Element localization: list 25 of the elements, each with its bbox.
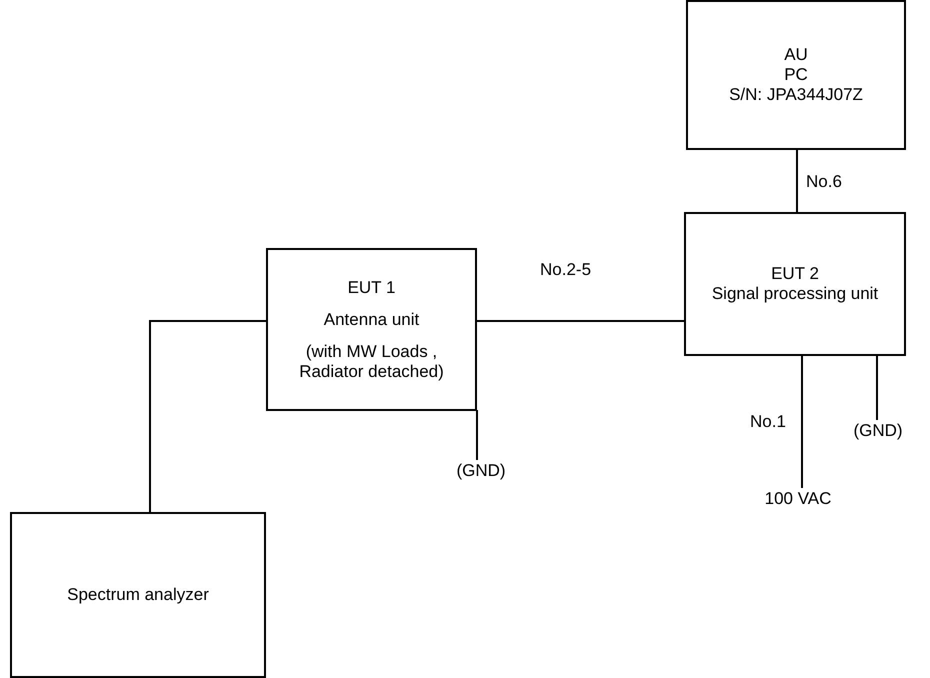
edge-label: No.2-5 xyxy=(540,260,592,280)
box-text: PC xyxy=(784,65,808,85)
connector-line xyxy=(476,320,685,322)
terminal-label: (GND) xyxy=(853,421,903,441)
edge-label: No.6 xyxy=(806,172,842,192)
device-box xyxy=(266,248,477,411)
terminal-label: (GND) xyxy=(456,461,506,481)
connector-line xyxy=(801,355,803,489)
connector-line xyxy=(149,320,267,513)
device-box xyxy=(684,212,906,356)
device-box xyxy=(10,512,266,678)
connector-line xyxy=(476,410,478,461)
box-text: EUT 1 xyxy=(348,278,396,298)
box-text: EUT 2 xyxy=(771,264,819,284)
box-text: S/N: JPA344J07Z xyxy=(729,85,863,105)
box-text: Signal processing unit xyxy=(712,284,878,304)
connector-line xyxy=(876,355,878,421)
connector-line xyxy=(796,149,798,213)
box-text: AU xyxy=(784,45,808,65)
edge-label: No.1 xyxy=(750,412,786,432)
box-text: Spectrum analyzer xyxy=(67,585,209,605)
terminal-label: 100 VAC xyxy=(764,489,832,509)
box-text: (with MW Loads , Radiator detached) xyxy=(298,342,445,382)
device-box xyxy=(686,0,906,150)
box-text: Antenna unit xyxy=(324,310,420,330)
